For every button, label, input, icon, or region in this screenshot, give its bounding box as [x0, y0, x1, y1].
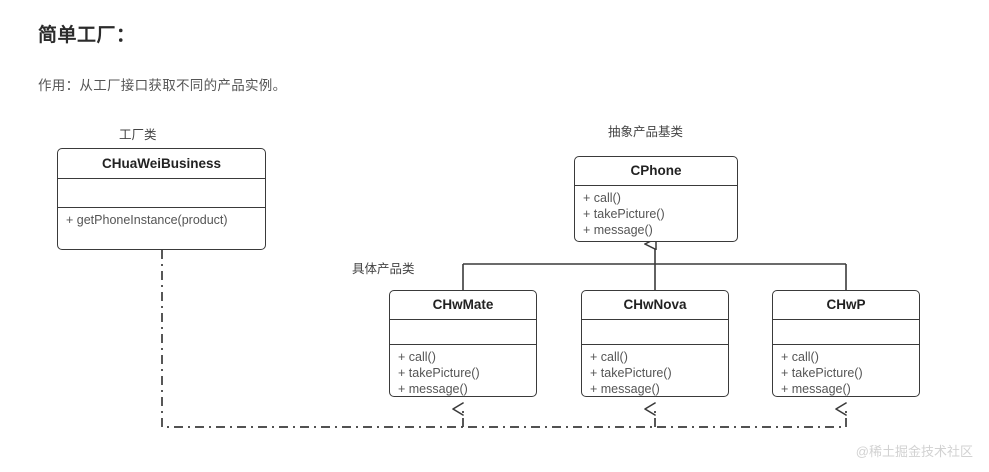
method-row: + call() — [781, 350, 819, 364]
method-row: + call() — [590, 350, 628, 364]
class-name-chuaweibusiness: CHuaWeiBusiness — [58, 149, 265, 179]
class-attributes-chuaweibusiness — [58, 179, 265, 208]
method-row: + takePicture() — [781, 366, 863, 380]
method-row: + takePicture() — [583, 207, 665, 221]
class-attributes-chwnova — [582, 320, 728, 345]
class-methods-chwnova: + call() + takePicture() + message() — [582, 345, 728, 396]
method-row: + message() — [398, 382, 468, 396]
method-row: + call() — [583, 191, 621, 205]
class-name-cphone: CPhone — [575, 157, 737, 186]
class-methods-cphone: + call() + takePicture() + message() — [575, 186, 737, 241]
method-row: + message() — [583, 223, 653, 237]
class-attributes-chwp — [773, 320, 919, 345]
watermark: @稀土掘金技术社区 — [855, 444, 973, 459]
method-row: + takePicture() — [590, 366, 672, 380]
class-name-chwmate: CHwMate — [390, 291, 536, 320]
class-box-chwmate[interactable]: CHwMate + call() + takePicture() + messa… — [389, 290, 537, 397]
method-row: + message() — [781, 382, 851, 396]
caption-concrete-product: 具体产品类 — [352, 262, 415, 276]
class-methods-chuaweibusiness: + getPhoneInstance(product) — [58, 208, 265, 248]
caption-abstract-product: 抽象产品基类 — [608, 125, 684, 139]
class-name-chwnova: CHwNova — [582, 291, 728, 320]
method-row: + getPhoneInstance(product) — [66, 213, 228, 227]
method-row: + takePicture() — [398, 366, 480, 380]
class-attributes-chwmate — [390, 320, 536, 345]
method-row: + call() — [398, 350, 436, 364]
generalization-relation — [462, 244, 847, 290]
class-box-chwp[interactable]: CHwP + call() + takePicture() + message(… — [772, 290, 920, 397]
class-box-cphone[interactable]: CPhone + call() + takePicture() + messag… — [574, 156, 738, 242]
page-title: 简单工厂： — [38, 25, 136, 46]
caption-factory: 工厂类 — [119, 128, 157, 142]
class-name-chwp: CHwP — [773, 291, 919, 320]
class-box-chwnova[interactable]: CHwNova + call() + takePicture() + messa… — [581, 290, 729, 397]
page-subtitle: 作用：从工厂接口获取不同的产品实例。 — [38, 78, 287, 93]
class-methods-chwmate: + call() + takePicture() + message() — [390, 345, 536, 396]
method-row: + message() — [590, 382, 660, 396]
class-box-chuaweibusiness[interactable]: CHuaWeiBusiness + getPhoneInstance(produ… — [57, 148, 266, 250]
class-methods-chwp: + call() + takePicture() + message() — [773, 345, 919, 396]
